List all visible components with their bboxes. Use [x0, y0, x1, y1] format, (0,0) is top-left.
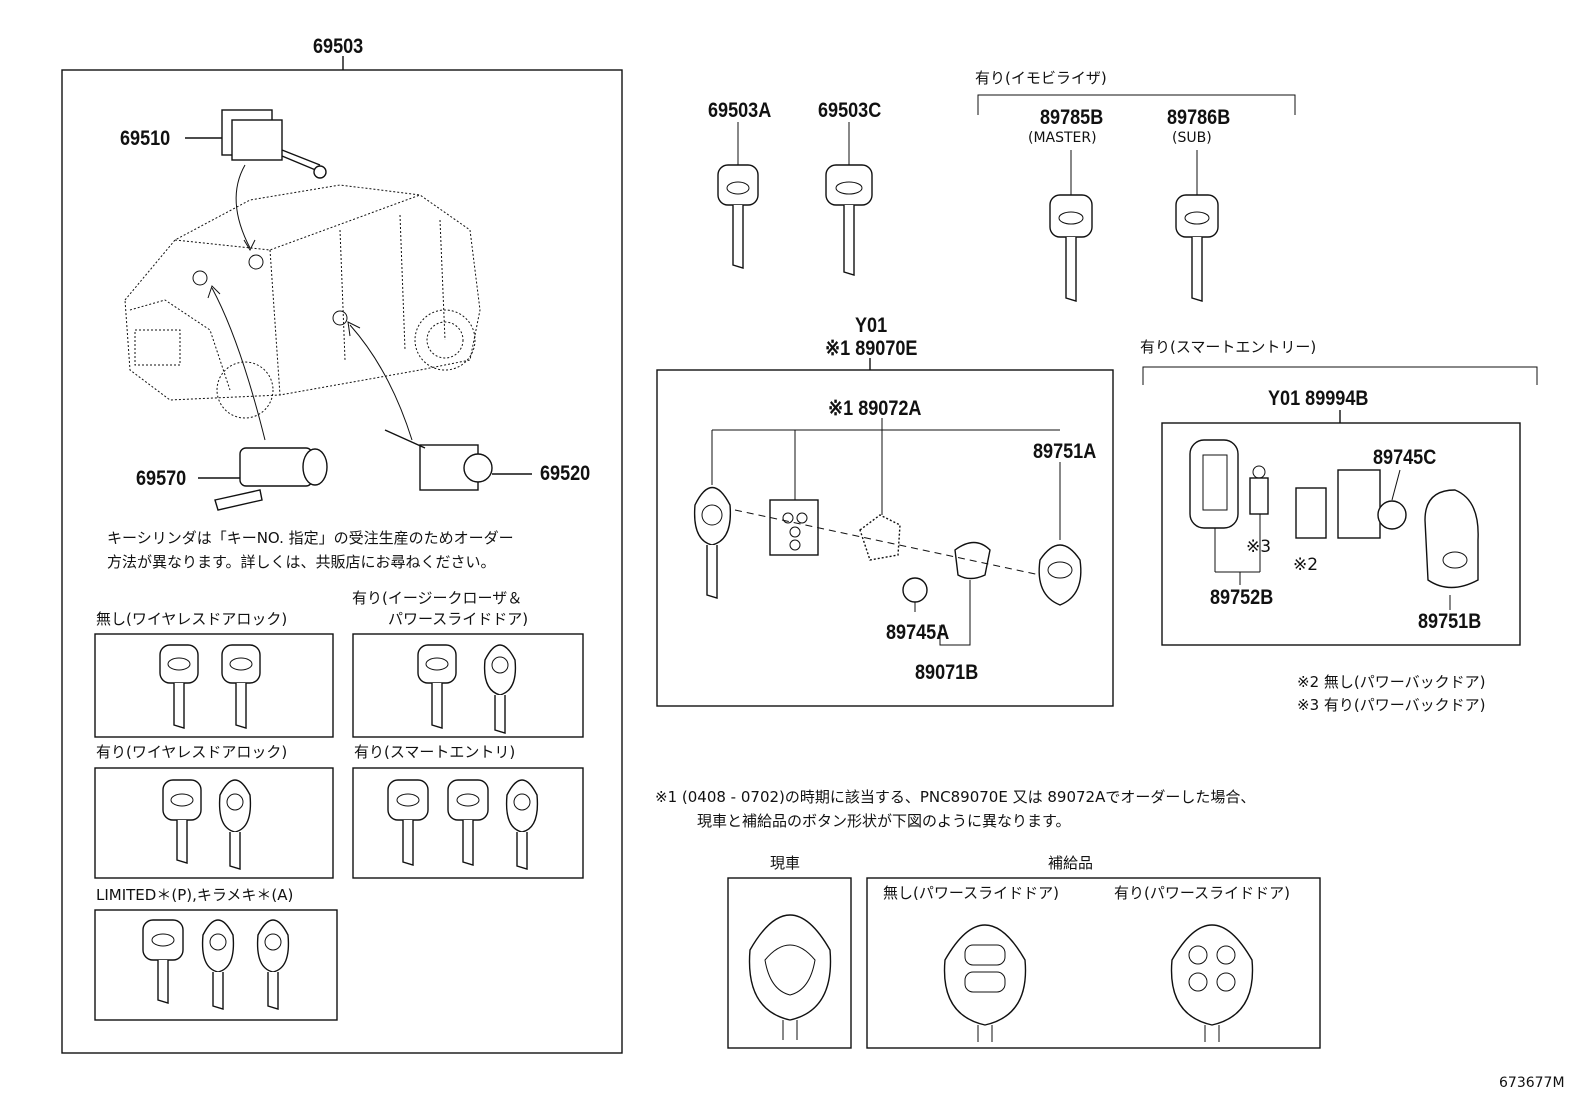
assembly-frame-69503 [61, 69, 623, 1054]
part-number-69503C: 69503C [818, 99, 882, 122]
part-number-69570: 69570 [136, 467, 187, 490]
door-lock-cylinder-69510 [185, 109, 327, 179]
variant-box-wireless [94, 767, 334, 879]
blade-key-icon [142, 919, 184, 1004]
note-3-text: ※3 有り(パワーバックドア) [1297, 696, 1486, 714]
label-master: (MASTER) [1028, 130, 1097, 146]
variant-box-limited [94, 909, 338, 1021]
footnote-line-1: ※1 (0408 - 0702)の時期に該当する、PNC89070E 又は 89… [655, 788, 1256, 806]
key-89786B-icon [1175, 150, 1219, 302]
part-number-69520: 69520 [540, 462, 591, 485]
variant-box-no-wireless [94, 633, 334, 738]
blade-key-icon [447, 779, 489, 866]
part-number-89785B: 89785B [1040, 106, 1104, 129]
label-smart-entry: 有り(スマートエントリ) [354, 743, 516, 761]
transmitter-set-89070E [693, 418, 1082, 646]
note-2-text: ※2 無し(パワーバックドア) [1297, 673, 1486, 691]
blade-key-icon [417, 644, 457, 729]
part-number-69503A: 69503A [708, 99, 772, 122]
part-number-69503: 69503 [313, 35, 364, 58]
supply-part-box [866, 877, 1321, 1049]
label-immobilizer: 有り(イモビライザ) [975, 69, 1107, 87]
supply-remote-with-slide-icon [1170, 924, 1254, 1042]
variant-box-easy-closer [352, 633, 584, 738]
current-remote-shape-icon [748, 914, 832, 1040]
label-no-power-slide: 無し(パワースライドドア) [883, 884, 1059, 902]
blade-key-icon [221, 644, 261, 729]
cylinder-note-line-1: キーシリンダは「キーNO. 指定」の受注生産のためオーダー [107, 529, 514, 547]
label-wireless: 有り(ワイヤレスドアロック) [96, 743, 288, 761]
part-number-y01-top: Y01 [855, 314, 888, 337]
current-car-box [727, 877, 852, 1049]
immobilizer-bracket [977, 94, 1296, 115]
supply-remote-no-slide-icon [943, 924, 1027, 1042]
part-number-89994B: Y01 89994B [1268, 387, 1369, 410]
part-number-89071B: 89071B [915, 661, 979, 684]
back-door-cylinder-69520 [384, 429, 532, 491]
smart-entry-bracket [1142, 366, 1538, 385]
assembly-frame-89994B [1161, 422, 1521, 646]
variant-box-smart-entry [352, 767, 584, 879]
label-limited: LIMITED＊(P),キラメキ＊(A) [96, 886, 294, 904]
remote-key-icon [256, 919, 290, 1010]
remote-key-icon [505, 779, 539, 870]
key-69503A-icon [717, 122, 759, 269]
footnote-line-2: 現車と補給品のボタン形状が下図のように異なります。 [697, 812, 1071, 830]
blade-key-icon [159, 644, 199, 729]
blade-key-icon [387, 779, 429, 866]
key-69503C-icon [825, 122, 873, 276]
ignition-cylinder-69570 [198, 447, 328, 511]
location-arrows [207, 164, 413, 441]
label-sub: (SUB) [1172, 130, 1212, 146]
smart-key-set-89994B [1189, 439, 1479, 610]
part-number-89072A: ※1 89072A [828, 397, 922, 420]
part-number-89751B: 89751B [1418, 610, 1482, 633]
note-marker-3: ※3 [1246, 537, 1272, 557]
part-number-89745C: 89745C [1373, 446, 1437, 469]
remote-key-icon [483, 644, 517, 734]
assembly-frame-89070E [656, 369, 1114, 707]
part-number-89752B: 89752B [1210, 586, 1274, 609]
label-supply-part: 補給品 [1048, 854, 1094, 872]
part-number-69510: 69510 [120, 127, 171, 150]
note-marker-2: ※2 [1293, 555, 1319, 575]
label-current-car: 現車 [770, 854, 801, 872]
label-no-wireless: 無し(ワイヤレスドアロック) [96, 610, 288, 628]
label-smart-entry-top: 有り(スマートエントリー) [1140, 338, 1317, 356]
figure-id: 673677M [1499, 1075, 1565, 1091]
part-number-89070E: ※1 89070E [825, 337, 918, 360]
cylinder-note-line-2: 方法が異なります。詳しくは、共販店にお尋ねください。 [107, 553, 496, 571]
part-number-89786B: 89786B [1167, 106, 1231, 129]
part-number-89751A: 89751A [1033, 440, 1097, 463]
key-89785B-icon [1049, 150, 1093, 302]
remote-key-icon [218, 779, 252, 870]
label-with-power-slide: 有り(パワースライドドア) [1114, 884, 1290, 902]
label-easy-closer-2: パワースライドドア) [388, 610, 529, 628]
blade-key-icon [162, 779, 202, 864]
remote-key-icon [201, 919, 235, 1010]
van-illustration [124, 184, 481, 419]
part-number-89745A: 89745A [886, 621, 950, 644]
label-easy-closer-1: 有り(イージークローザ＆ [352, 589, 523, 607]
